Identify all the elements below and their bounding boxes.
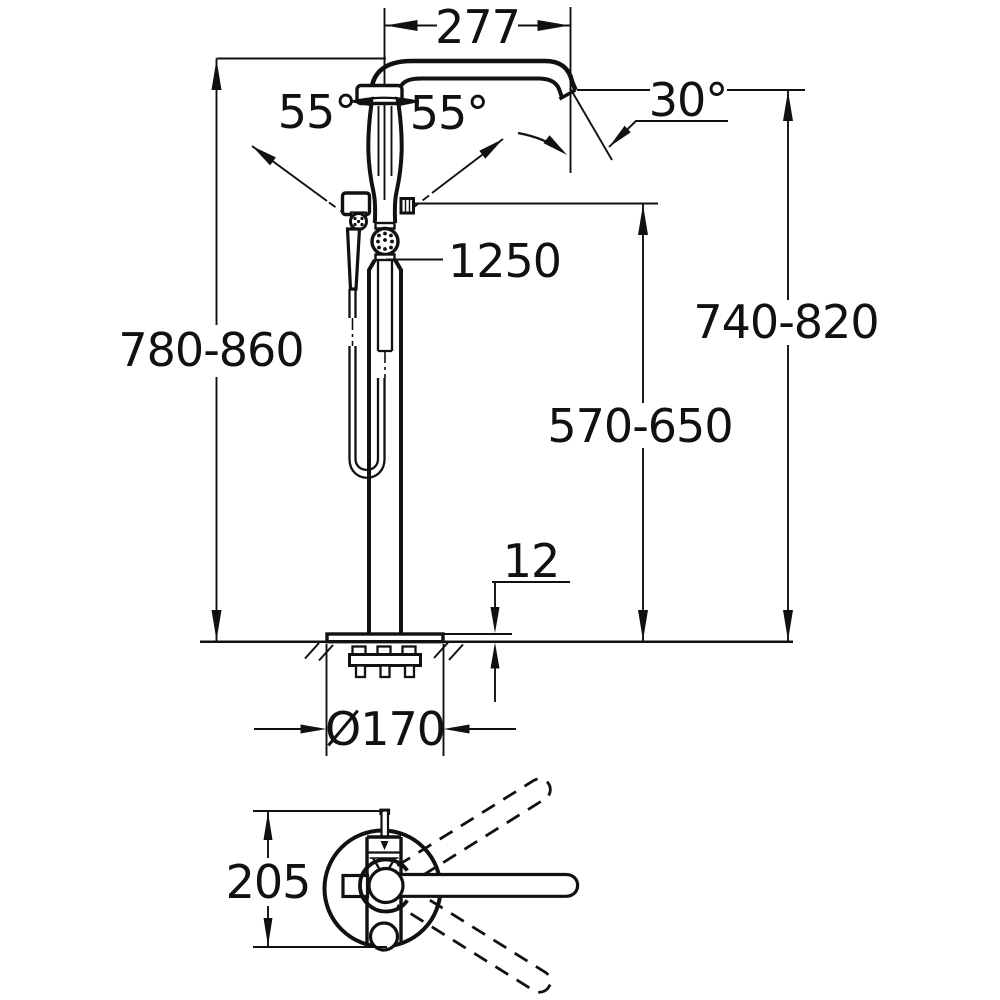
base-assembly (200, 632, 793, 679)
dim-swivel-left-label: 55° (278, 85, 357, 139)
spout-plan (380, 809, 390, 839)
mounting-stud (403, 664, 416, 679)
swivel-arc-arrows (349, 96, 420, 107)
lever-swivel-up (396, 777, 552, 886)
column-right (393, 258, 403, 634)
front-view: 277 (118, 0, 880, 756)
hand-shower-holder (340, 191, 372, 217)
cartridge-lines (377, 106, 393, 176)
holder-plan (341, 873, 370, 899)
dim-plate-height: 12 (490, 534, 570, 702)
hose-left-upper (348, 289, 357, 318)
dim-plan-depth: 205 (226, 810, 387, 948)
dim-connection-height: 570-650 (413, 202, 734, 642)
dim-outlet-height-label: 740-820 (693, 295, 878, 349)
dim-swivel-right-label: 55° (410, 86, 489, 140)
hose-loop-inner (354, 458, 380, 472)
body-left (366, 103, 378, 224)
lever-plan (395, 872, 580, 898)
dim-connection-height-label: 570-650 (547, 399, 732, 453)
dim-swivel-left: 55° (251, 85, 357, 214)
lever-swivel-down (396, 885, 552, 994)
dim-hose-length-label: 1250 (448, 234, 561, 288)
mounting-stud (354, 664, 367, 679)
extension-line (325, 644, 445, 756)
diverter-plan (368, 921, 400, 952)
hose-left-lower (348, 346, 357, 459)
holder-swivel (349, 212, 368, 231)
dim-spout-reach: 277 (383, 0, 572, 200)
dim-plan-depth-label: 205 (226, 855, 311, 909)
dim-outlet-height: 740-820 (577, 89, 880, 642)
mounting-stud (379, 664, 391, 679)
dim-spout-reach-label: 277 (435, 0, 520, 54)
internal-tube (376, 260, 394, 353)
angle-line (569, 87, 613, 161)
column-left (367, 258, 377, 634)
lever-ball (367, 866, 405, 905)
hose-right (376, 378, 386, 459)
hand-shower-grip (345, 227, 362, 291)
dim-hose-length: 1250 (386, 234, 562, 288)
spout-outer (368, 58, 578, 100)
dim-plate-diameter: Ø170 (254, 644, 516, 756)
hose-swivel-nut (370, 221, 400, 262)
dim-overall-height-label: 780-860 (118, 323, 303, 377)
plan-view: 205 (226, 777, 580, 994)
mounting-flange (348, 653, 422, 667)
dim-spout-angle-label: 30° (649, 73, 728, 127)
diverter-knob (399, 197, 415, 215)
dim-overall-height: 780-860 (118, 57, 386, 642)
dim-plate-diameter-label: Ø170 (325, 702, 445, 756)
dim-swivel-right: 55° (410, 86, 567, 208)
hose-loop-outer (348, 458, 386, 479)
dim-spout-angle: 30° (569, 73, 728, 161)
pivot-ring (358, 857, 409, 914)
body-right (392, 103, 404, 224)
dim-plate-height-label: 12 (503, 534, 560, 588)
